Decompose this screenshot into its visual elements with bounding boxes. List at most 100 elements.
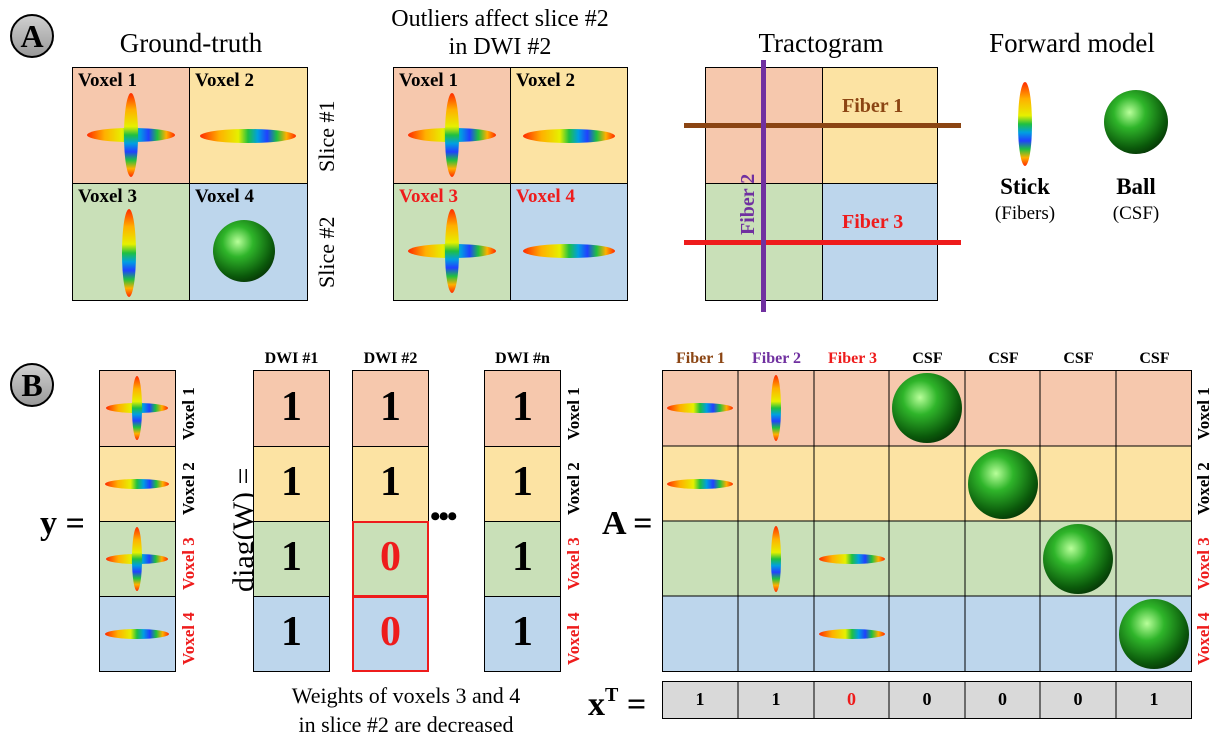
x-value-6: 0 xyxy=(1073,689,1083,709)
stick-icon xyxy=(1018,82,1032,166)
ball-icon xyxy=(1104,90,1168,154)
ball-sub-label: (CSF) xyxy=(1112,203,1160,224)
dwi-1-cell-4 xyxy=(253,596,330,672)
a-equation: A = xyxy=(602,505,653,542)
gt-label-voxel4: Voxel 4 xyxy=(195,186,254,207)
x-value-7: 1 xyxy=(1149,689,1159,709)
a-header-csf4: CSF xyxy=(1139,350,1170,367)
dwi-n-value-3: 1 xyxy=(512,534,533,580)
dwi-1-header: DWI #1 xyxy=(264,350,319,367)
panel-a-badge: A xyxy=(10,14,54,58)
gt-horizontal-stick-icon xyxy=(200,129,296,143)
dwi-2-value-4: 0 xyxy=(380,609,401,655)
ol-cross-glyph-2-icon xyxy=(408,209,496,293)
x-vector-dividers xyxy=(737,681,1117,719)
a-header-csf1: CSF xyxy=(912,350,943,367)
dwi-n-cell-2 xyxy=(484,446,561,522)
y-row-label-2: Voxel 2 xyxy=(179,462,198,515)
x-equals: = xyxy=(626,686,647,723)
a-fiber3-row3-stick-icon xyxy=(819,554,885,564)
ol-cross-glyph-1-icon xyxy=(408,93,496,177)
y-horizontal-stick-1-icon xyxy=(105,479,169,489)
ol-horizontal-stick-2-icon xyxy=(523,244,615,258)
ol-cell-voxel4 xyxy=(510,183,628,301)
outliers-title-line2: in DWI #2 xyxy=(448,34,552,60)
a-header-fiber1: Fiber 1 xyxy=(675,350,726,367)
gt-vertical-stick-icon xyxy=(122,209,136,297)
a-csf4-ball-icon xyxy=(1119,599,1189,669)
fiber-3-line xyxy=(684,240,961,245)
a-fiber2-row3-stick-icon xyxy=(771,526,781,592)
dwi-2-cell-4 xyxy=(352,596,429,672)
gt-label-voxel3: Voxel 3 xyxy=(78,186,137,207)
dwi-2-cell-2 xyxy=(352,446,429,522)
y-row-label-3: Voxel 3 xyxy=(179,537,198,590)
outliers-title-line1: Outliers affect slice #2 xyxy=(391,6,609,32)
a-fiber3-row4-stick-icon xyxy=(819,629,885,639)
ellipsis: ••• xyxy=(430,500,457,533)
dwi-1-value-1: 1 xyxy=(281,384,302,430)
y-row-label-1: Voxel 1 xyxy=(179,387,198,440)
dwi-n-cell-4 xyxy=(484,596,561,672)
y-cross-glyph-2-icon xyxy=(106,527,168,591)
gt-cell-voxel2 xyxy=(189,67,308,184)
a-csf2-ball-icon xyxy=(968,449,1038,519)
tractogram-title: Tractogram xyxy=(758,28,884,58)
weights-caption-line1: Weights of voxels 3 and 4 xyxy=(291,683,521,708)
ol-label-voxel2: Voxel 2 xyxy=(516,70,575,91)
gt-cross-glyph-icon xyxy=(87,93,175,177)
x-value-4: 0 xyxy=(922,689,932,709)
gt-label-voxel2: Voxel 2 xyxy=(195,70,254,91)
a-header-csf3: CSF xyxy=(1063,350,1094,367)
ol-cell-voxel2 xyxy=(510,67,628,184)
dwi-1-value-2: 1 xyxy=(281,459,302,505)
ball-label: Ball xyxy=(1116,174,1156,199)
dwi-2-cell-1 xyxy=(352,370,429,447)
dwi-row-label-1: Voxel 1 xyxy=(564,387,583,440)
fiber-2-line xyxy=(761,60,766,312)
x-vector-bg xyxy=(662,681,1192,719)
slice-label-2: Slice #2 xyxy=(314,216,339,289)
a-header-fiber3: Fiber 3 xyxy=(827,350,878,367)
fiber-1-line xyxy=(684,123,961,128)
dwi-n-cell-1 xyxy=(484,370,561,447)
a-row-label-3: Voxel 3 xyxy=(1194,537,1210,590)
fiber-2-label: Fiber 2 xyxy=(737,173,759,235)
dwi-row-label-2: Voxel 2 xyxy=(564,462,583,515)
x-value-1: 1 xyxy=(695,689,705,709)
ol-label-voxel4: Voxel 4 xyxy=(516,186,575,207)
fiber-1-label: Fiber 1 xyxy=(842,95,904,117)
ground-truth-title: Ground-truth xyxy=(119,28,263,58)
dwi-row-label-4: Voxel 4 xyxy=(564,612,583,665)
weights-caption-line2: in slice #2 are decreased xyxy=(298,712,514,737)
dwi-2-value-1: 1 xyxy=(380,384,401,430)
panel-b-badge: B xyxy=(10,363,54,407)
forward-model-title: Forward model xyxy=(989,28,1155,58)
dwi-1-cell-1 xyxy=(253,370,330,447)
ol-horizontal-stick-1-icon xyxy=(523,129,615,143)
stick-label: Stick xyxy=(1000,174,1050,199)
gt-ball-icon xyxy=(213,220,275,282)
x-value-3: 0 xyxy=(847,689,856,709)
y-equation: y = xyxy=(40,505,85,542)
a-grid-lines xyxy=(662,370,1192,672)
a-fiber1-row2-stick-icon xyxy=(667,479,733,489)
a-fiber2-row1-stick-icon xyxy=(771,375,781,441)
ol-label-voxel3: Voxel 3 xyxy=(399,186,458,207)
dwi-2-header: DWI #2 xyxy=(363,350,418,367)
a-row-label-1: Voxel 1 xyxy=(1194,387,1210,440)
y-cross-glyph-1-icon xyxy=(106,376,168,440)
fiber-3-label: Fiber 3 xyxy=(842,211,904,233)
dwi-2-value-2: 1 xyxy=(380,459,401,505)
a-csf3-ball-icon xyxy=(1043,524,1113,594)
dwi-2-cell-3 xyxy=(352,521,429,597)
dwi-n-value-4: 1 xyxy=(512,609,533,655)
y-horizontal-stick-2-icon xyxy=(105,629,169,639)
x-symbol: x xyxy=(588,686,605,723)
y-row-label-4: Voxel 4 xyxy=(179,612,198,665)
a-row-4 xyxy=(662,596,1192,672)
dwi-1-value-4: 1 xyxy=(281,609,302,655)
a-fiber1-row1-stick-icon xyxy=(667,403,733,413)
dwi-n-cell-3 xyxy=(484,521,561,597)
x-superscript: T xyxy=(605,684,619,706)
